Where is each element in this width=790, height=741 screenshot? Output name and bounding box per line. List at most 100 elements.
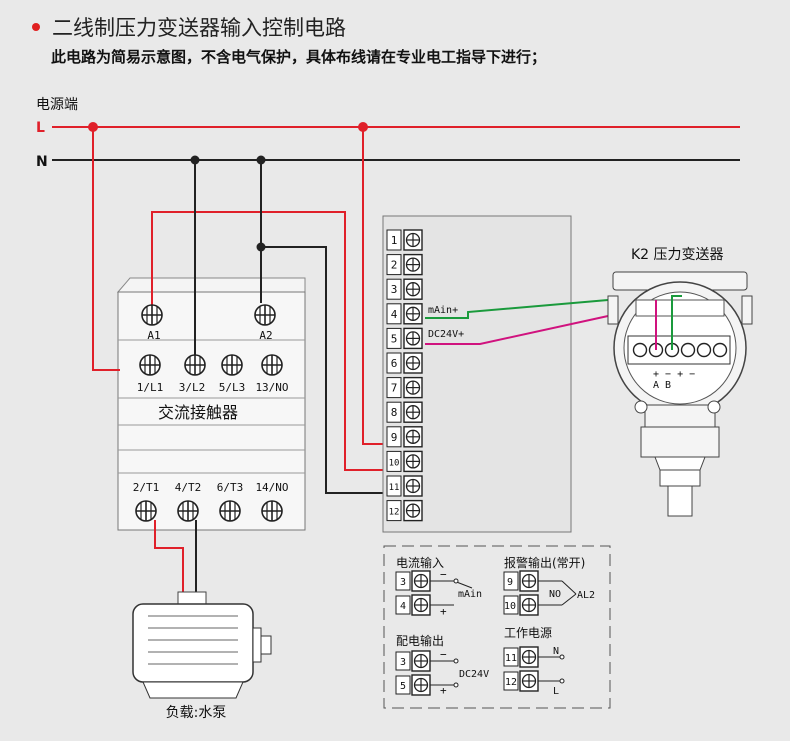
controller-terminal-9: 9 <box>386 426 423 448</box>
legend-ao-t2: 10 <box>504 601 516 612</box>
signal-label-dc24v: DC24V+ <box>428 329 464 340</box>
legend-current-input-title: 电流输入 <box>396 555 444 570</box>
controller-terminal-screw <box>403 376 423 399</box>
terminal-t2-label: 4/T2 <box>175 481 202 494</box>
terminal-a2-label: A2 <box>259 329 272 342</box>
legend-alarm-output-title: 报警输出(常开) <box>504 555 585 570</box>
controller-terminal-number: 8 <box>391 406 398 419</box>
controller-terminal-5: 5 <box>386 327 423 350</box>
controller-terminal-3: 3 <box>386 278 423 300</box>
wire-l-to-l1 <box>92 127 120 371</box>
terminal-a1-label: A1 <box>147 329 160 342</box>
controller-terminal-4: 4 <box>386 303 423 325</box>
controller-terminal-8: 8 <box>386 401 423 423</box>
controller-terminal-number: 11 <box>389 483 400 493</box>
junction-dot <box>190 155 200 165</box>
legend-ci-signal: mAin <box>458 589 482 600</box>
title-bullet <box>32 23 40 31</box>
controller-terminal-screw <box>403 499 423 522</box>
legend-box <box>383 545 611 709</box>
legend-ci-plus: + <box>440 605 447 618</box>
junction-dot <box>88 122 98 132</box>
controller-terminal-screw <box>403 401 423 423</box>
legend-ao-out: AL2 <box>577 590 595 601</box>
controller-terminal-number: 2 <box>391 259 398 272</box>
controller-terminal-number: 7 <box>391 382 398 395</box>
terminal-14no-screw <box>261 500 283 522</box>
wire-a1-to-t10 <box>151 211 410 471</box>
legend-current-input <box>395 570 473 616</box>
controller-terminal-10: 10 <box>386 450 423 473</box>
terminal-l2-label: 3/L2 <box>179 381 206 394</box>
contactor-name: 交流接触器 <box>158 403 238 422</box>
junction-dot <box>256 155 266 165</box>
legend-ci-t1: 3 <box>400 577 406 588</box>
junction-dot <box>358 122 368 132</box>
controller-terminal-screw <box>403 253 423 276</box>
terminal-l2-screw <box>184 354 206 376</box>
controller-terminal-number: 6 <box>391 357 398 370</box>
page-title: 二线制压力变送器输入控制电路 <box>52 17 346 40</box>
legend-alarm-output <box>503 570 577 616</box>
legend-ao-no: NO <box>549 589 561 600</box>
terminal-l3-screw <box>221 354 243 376</box>
legend-ao-t1: 9 <box>507 577 513 588</box>
terminal-14no-label: 14/NO <box>255 481 288 494</box>
controller-terminal-screw <box>403 426 423 448</box>
legend-wp-n: N <box>553 646 559 657</box>
legend-po-t2: 5 <box>400 681 406 692</box>
controller-terminal-screw <box>403 229 423 251</box>
line-n-label: N <box>36 154 48 170</box>
terminal-t3-screw <box>219 500 241 522</box>
legend-wp-t1: 11 <box>505 653 517 664</box>
legend-work-power <box>503 646 565 692</box>
transmitter-label: K2 压力变送器 <box>631 247 724 263</box>
wire-t1-to-motor <box>154 520 184 594</box>
power-source-label: 电源端 <box>36 97 78 113</box>
line-l-label: L <box>36 120 45 136</box>
controller-terminal-number: 10 <box>389 458 400 468</box>
wire-n-to-t11 <box>261 246 405 494</box>
controller-terminal-number: 3 <box>391 283 398 296</box>
junction-dot <box>256 242 266 252</box>
header: 二线制压力变送器输入控制电路 <box>32 12 346 42</box>
controller-terminal-number: 12 <box>389 508 400 518</box>
legend-po-t1: 3 <box>400 657 406 668</box>
controller-terminal-number: 1 <box>391 234 398 247</box>
controller-terminal-screw <box>403 327 423 350</box>
terminal-t1-screw <box>135 500 157 522</box>
legend-wp-l: L <box>553 686 559 697</box>
terminal-t2-screw <box>177 500 199 522</box>
terminal-t1-label: 2/T1 <box>133 481 160 494</box>
terminal-l1-screw <box>139 354 161 376</box>
legend-wp-t2: 12 <box>505 677 517 688</box>
legend-power-output <box>395 650 459 696</box>
controller-terminal-number: 9 <box>391 431 398 444</box>
terminal-13no-label: 13/NO <box>255 381 288 394</box>
terminal-l1-label: 1/L1 <box>137 381 164 394</box>
controller-terminal-1: 1 <box>386 229 423 251</box>
legend-work-power-title: 工作电源 <box>504 626 552 640</box>
legend-ci-t2: 4 <box>400 601 406 612</box>
legend-power-output-title: 配电输出 <box>396 633 444 648</box>
pump-motor <box>132 591 272 699</box>
controller-terminal-screw <box>403 303 423 325</box>
transmitter-polarity-marks: + − + − <box>653 369 695 380</box>
transmitter-ab-marks: A B <box>653 380 671 391</box>
terminal-t3-label: 6/T3 <box>217 481 244 494</box>
legend-po-plus: + <box>440 684 447 697</box>
load-label: 负载:水泵 <box>166 705 227 721</box>
controller-terminal-12: 12 <box>386 499 423 522</box>
controller-terminal-11: 11 <box>386 475 423 497</box>
controller-terminal-screw <box>403 352 423 374</box>
legend-po-signal: DC24V <box>459 669 489 680</box>
legend-po-minus: − <box>440 648 447 661</box>
terminal-l3-label: 5/L3 <box>219 381 246 394</box>
controller-terminal-7: 7 <box>386 376 423 399</box>
page-subtitle: 此电路为简易示意图，不含电气保护，具体布线请在专业电工指导下进行； <box>51 49 547 66</box>
controller-terminal-number: 5 <box>391 332 398 345</box>
terminal-a1-screw <box>141 304 163 326</box>
terminal-a2-screw <box>254 304 276 326</box>
